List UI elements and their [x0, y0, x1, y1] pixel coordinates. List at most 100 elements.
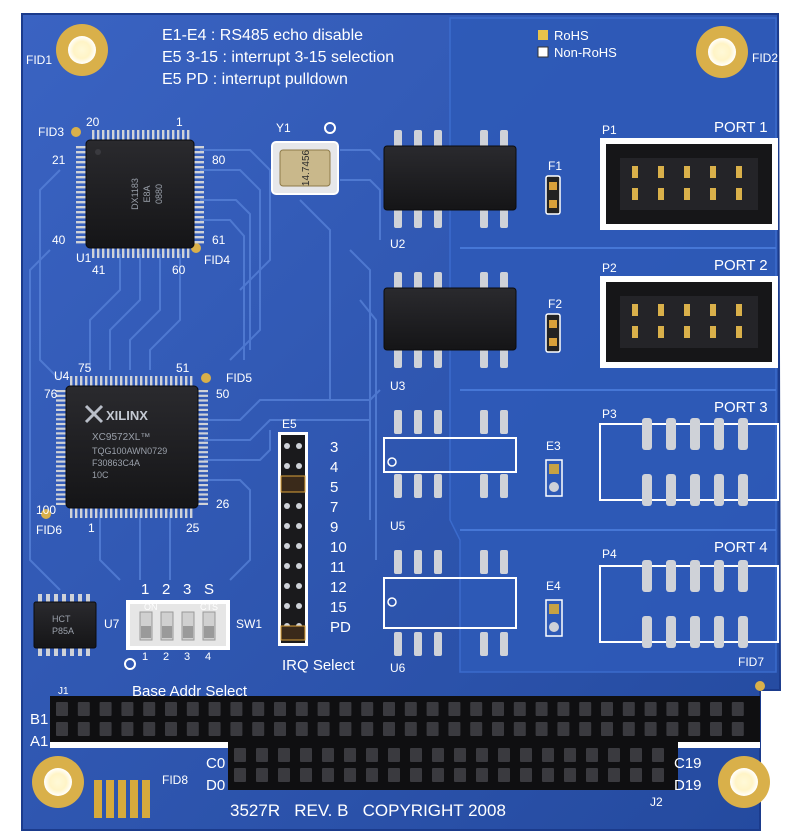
u1-marking-line-2: E8A [142, 185, 152, 202]
non-rohs-square-icon [537, 46, 549, 58]
u1-pin-60: 60 [172, 263, 186, 277]
bus-d0-label: D0 [206, 777, 225, 794]
u4-marking-line-1: XC9572XL™ [92, 432, 150, 443]
u7-marking-line-1: HCT [52, 614, 71, 624]
irq-5-jumper-shunt[interactable] [280, 475, 306, 493]
footprint-u6 [383, 550, 517, 656]
base-addr-caption: Base Addr Select [132, 683, 248, 700]
u4-pin-26: 26 [216, 497, 230, 511]
fid8-label: FID8 [162, 773, 188, 787]
gold-edge-contacts [94, 780, 150, 818]
irq-label-11: 11 [330, 559, 346, 576]
mounting-hole-top-right [696, 26, 748, 78]
port-4-label: PORT 4 [714, 539, 768, 556]
port-1-label: PORT 1 [714, 119, 768, 136]
u1-marking-line-3: 0880 [154, 184, 164, 204]
port-4-footprint [599, 560, 779, 648]
mounting-hole-top-left [56, 24, 108, 76]
bus-b1-label: B1 [30, 711, 48, 728]
port-3-footprint [599, 418, 779, 506]
u4-pin-50: 50 [216, 387, 230, 401]
e3-label: E3 [546, 439, 561, 453]
irq-label-10: 10 [330, 539, 347, 556]
jumper-f2[interactable] [545, 313, 561, 353]
bus-c0-label: C0 [206, 755, 225, 772]
p3-ref-label: P3 [602, 407, 617, 421]
p2-ref-label: P2 [602, 261, 617, 275]
irq-pd-jumper-shunt[interactable] [280, 625, 306, 641]
bus-b32-label: 32 [762, 711, 779, 728]
port-2-header[interactable] [600, 276, 778, 368]
u7-marking-line-2: P85A [52, 626, 74, 636]
jumper-pad-e3[interactable] [545, 459, 563, 497]
u4-pin-76: 76 [44, 387, 58, 401]
chip-u4-xilinx-cpld: XILINX XC9572XL™ TQG100AWN0729 F30863C4A… [56, 376, 208, 518]
crystal-y1: 14.7456 [271, 141, 339, 195]
fid3-label: FID3 [38, 125, 64, 139]
j1-ref-label: J1 [58, 686, 69, 697]
port-2-label: PORT 2 [714, 257, 768, 274]
u3-ref-label: U3 [390, 379, 406, 393]
irq-label-15: 15 [330, 599, 347, 616]
u1-ref-label: U1 [76, 251, 92, 265]
u2-ref-label: U2 [390, 237, 406, 251]
jumper-pad-e4[interactable] [545, 599, 563, 637]
base-addr-dip-switch[interactable] [126, 600, 230, 650]
board-revision-text: 3527R REV. B COPYRIGHT 2008 [230, 801, 506, 820]
rohs-label: RoHS [554, 28, 589, 43]
sw1-bottom-label-4: 4 [205, 651, 211, 663]
u7-ref-label: U7 [104, 617, 120, 631]
footprint-u5 [383, 410, 517, 498]
bus-header-j2[interactable] [228, 742, 678, 790]
u4-marking-line-3: F30863C4A [92, 458, 140, 468]
xilinx-logo-icon [84, 404, 104, 424]
p1-ref-label: P1 [602, 123, 617, 137]
irq-label-7: 7 [330, 499, 338, 516]
e4-label: E4 [546, 579, 561, 593]
u1-pin-1: 1 [176, 115, 183, 129]
u4-ref-label: U4 [54, 369, 70, 383]
u4-marking-line-2: TQG100AWN0729 [92, 446, 167, 456]
bus-a32-label: 32 [762, 733, 779, 750]
u1-pin-21: 21 [52, 153, 66, 167]
fid4-label: FID4 [204, 253, 230, 267]
bus-c19-label: C19 [674, 755, 702, 772]
f2-label: F2 [548, 297, 562, 311]
port-3-label: PORT 3 [714, 399, 768, 416]
note-line-1: E1-E4 : RS485 echo disable [162, 27, 363, 44]
irq-label-5: 5 [330, 479, 338, 496]
non-rohs-label: Non-RoHS [554, 45, 617, 60]
port-1-header[interactable] [600, 138, 778, 230]
mounting-hole-bottom-left [32, 756, 84, 808]
irq-label-4: 4 [330, 459, 338, 476]
u4-brand: XILINX [106, 408, 148, 423]
y1-ref-label: Y1 [276, 121, 291, 135]
irq-select-header[interactable] [278, 432, 308, 646]
u4-pin-1: 1 [88, 521, 95, 535]
fid7-label: FID7 [738, 655, 764, 669]
u5-ref-label: U5 [390, 519, 406, 533]
bus-a1-label: A1 [30, 733, 48, 750]
sw1-bottom-label-2: 2 [163, 651, 169, 663]
irq-label-3: 3 [330, 439, 338, 456]
fid6-label: FID6 [36, 523, 62, 537]
irq-label-9: 9 [330, 519, 338, 536]
irq-label-12: 12 [330, 579, 347, 596]
u1-pin-41: 41 [92, 263, 106, 277]
j2-ref-label: J2 [650, 795, 663, 809]
bus-header-j1[interactable] [50, 696, 760, 748]
chip-u7: HCT P85A [33, 594, 97, 656]
u4-pin-25: 25 [186, 521, 200, 535]
chip-u3 [383, 272, 517, 368]
u6-ref-label: U6 [390, 661, 406, 675]
u4-pin-51: 51 [176, 361, 190, 375]
irq-select-caption: IRQ Select [282, 657, 355, 674]
u1-pin-20: 20 [86, 115, 100, 129]
u1-pin-40: 40 [52, 233, 66, 247]
jumper-f1[interactable] [545, 175, 561, 215]
p4-ref-label: P4 [602, 547, 617, 561]
